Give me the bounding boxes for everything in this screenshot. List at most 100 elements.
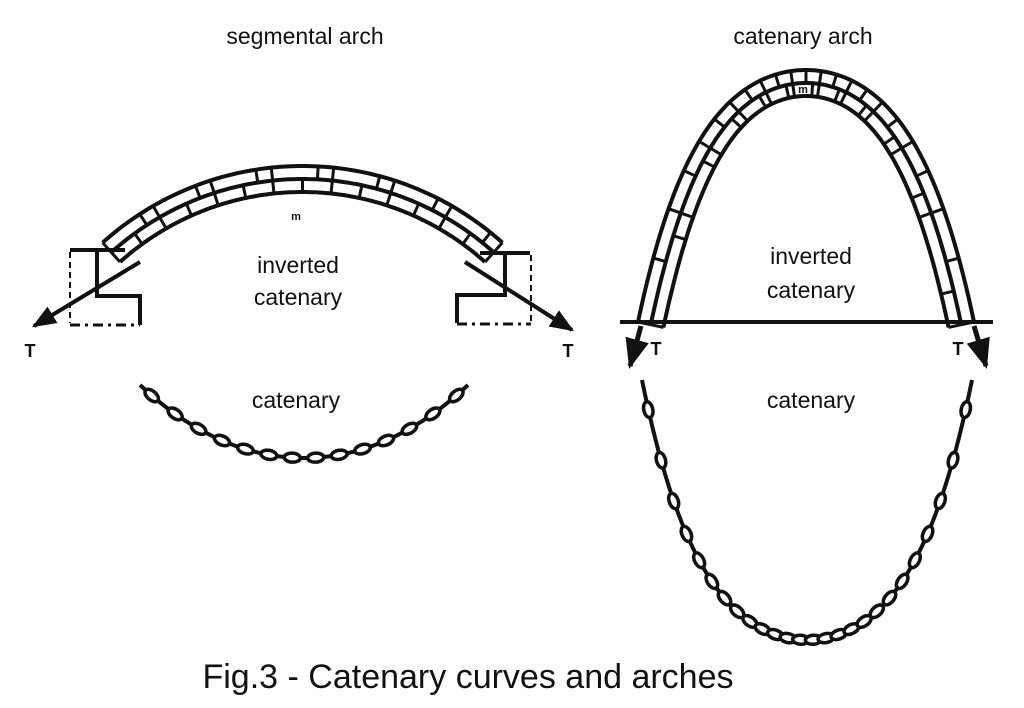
segmental-arch-title: segmental arch <box>226 23 383 49</box>
catenary-chain-link <box>868 603 886 620</box>
segmental-arch-voussoir-joint <box>389 180 397 194</box>
segmental-arch-voussoir-joint <box>194 185 202 199</box>
segmental-arch-voussoir-joint <box>329 180 334 194</box>
catenary-arch-voussoir-joint <box>886 117 899 129</box>
catenary-arch-voussoir-joint <box>683 169 697 178</box>
catenary-arch-voussoir-joint <box>758 79 768 93</box>
catenary-chain-link <box>666 491 681 511</box>
catenary-arch-voussoir-joint <box>810 83 815 97</box>
segmental-chain-link <box>282 451 303 464</box>
catenary-chain-link <box>704 572 720 591</box>
catenary-arch <box>636 68 976 329</box>
catenary-chain-link <box>933 491 948 511</box>
segmental-chain-link <box>305 451 326 464</box>
figure-caption: Fig.3 - Catenary curves and arches <box>202 658 733 696</box>
catenary-arch-voussoir-joint <box>857 104 868 117</box>
catenary-arch-voussoir-joint <box>863 110 875 123</box>
segmental-arch-voussoir-joint <box>241 184 248 199</box>
catenary-arch-voussoir-joint <box>900 140 914 150</box>
segmental-chain-link <box>447 387 465 404</box>
catenary-arch-voussoir-joint <box>728 101 740 113</box>
catenary-arch-voussoir-joint <box>789 70 795 85</box>
catenary-arch-voussoir-joint <box>948 323 962 329</box>
catenary-arch-voussoir-joint <box>764 91 773 105</box>
catenary-arch-voussoir-joint <box>702 159 716 169</box>
catenary-arch-voussoir-joint <box>713 117 726 129</box>
catenary-arch-voussoir-joint <box>815 83 821 98</box>
catenary-arch-voussoir-joint <box>650 323 664 329</box>
right-abutment <box>455 251 532 326</box>
catenary-arch-voussoir-joint <box>930 207 944 215</box>
segmental-arch-voussoir-joint <box>151 205 161 218</box>
left-thrust-symbol: T <box>25 341 36 361</box>
catenary-arch-voussoir-joint <box>737 110 749 123</box>
catenary-catenary-label: catenary <box>767 277 856 303</box>
segmental-arch-voussoir-joint <box>184 203 193 217</box>
right-thrust-symbol: T <box>563 341 574 361</box>
segmental-chain-link <box>189 421 208 437</box>
catenary-arch-voussoir-joint <box>709 146 723 157</box>
catenary-arch-voussoir-joint <box>774 74 781 88</box>
catenary-arch-voussoir-joint <box>839 91 848 105</box>
segmental-arch-voussoir-joint <box>330 167 336 181</box>
segmental-chain-link <box>235 442 255 456</box>
catenary-chain-line <box>640 379 974 643</box>
catenary-arch-voussoir-joint <box>757 95 767 108</box>
segmental-chain-link <box>424 406 442 422</box>
segmental-arch-voussoir-joint <box>110 251 122 264</box>
left-thrust-arrow <box>31 260 142 328</box>
catenary-arch-voussoir-joint <box>858 88 869 102</box>
segmental-chain-link <box>329 448 349 462</box>
catenary-arch-title: catenary arch <box>733 23 872 49</box>
catenary-keystone-mark: m <box>798 84 808 96</box>
segmental-arch-voussoir-joint <box>158 216 168 230</box>
segmental-catenary-chain <box>138 383 470 464</box>
catenary-arch-voussoir-joint <box>652 256 667 263</box>
catenary-chain-link <box>691 551 707 570</box>
segmental-arch-voussoir-joint <box>357 184 364 199</box>
segmental-chain-link <box>376 433 396 448</box>
catenary-right-thrust-symbol: T <box>953 339 964 359</box>
segmental-arch-voussoir-joint <box>492 241 504 254</box>
catenary-chain-link <box>959 400 973 420</box>
catenary-chain-label: catenary <box>767 387 856 413</box>
segmental-arch-voussoir-joint <box>481 231 492 244</box>
catenary-arch-voussoir-joint <box>945 256 960 263</box>
segmental-arch-voussoir-joint <box>269 167 275 181</box>
catenary-chain-link <box>654 450 668 470</box>
segmental-arch-panel: segmental arch T T m inverted catenary c… <box>25 23 575 464</box>
catenary-arch-voussoir-joint <box>882 135 896 146</box>
catenary-chain-link <box>907 551 923 570</box>
segmental-arch-voussoir-joint <box>374 175 382 190</box>
segmental-chain-link <box>353 442 373 456</box>
segmental-arch-voussoir-joint <box>437 216 447 230</box>
segmental-arch-voussoir-joint <box>138 213 149 226</box>
segmental-arch-voussoir-joint <box>444 205 454 218</box>
catenary-chain-link <box>641 400 655 420</box>
catenary-arch-voussoir-joint <box>844 79 854 93</box>
catenary-arch-voussoir-joint <box>817 70 823 85</box>
segmental-arch-voussoir-joint <box>461 232 472 245</box>
segmental-arch-voussoir-joint <box>385 192 393 206</box>
catenary-arch-band-line <box>661 94 951 328</box>
catenary-chain-link <box>881 589 898 607</box>
segmental-arch-voussoir-joint <box>254 169 260 183</box>
catenary-left-thrust-symbol: T <box>651 339 662 359</box>
catenary-arch-voussoir-joint <box>743 88 754 102</box>
segmental-keystone-mark: m <box>291 211 301 223</box>
catenary-arch-voussoir-joint <box>940 289 955 296</box>
catenary-chain-link <box>716 589 733 607</box>
catenary-right-thrust-arrow <box>966 325 990 369</box>
segmental-arch-voussoir-joint <box>315 166 320 180</box>
segmental-arch-band-line <box>101 164 504 245</box>
segmental-chain-link <box>212 433 232 448</box>
catenary-chain-link <box>920 524 935 544</box>
catenary-hanging-chain <box>640 379 974 647</box>
segmental-catenary-label: catenary <box>254 284 343 310</box>
catenary-arch-voussoir-joint <box>672 234 687 241</box>
segmental-chain-link <box>166 406 184 422</box>
segmental-arch-voussoir-joint <box>412 203 421 217</box>
catenary-arch-voussoir-joint <box>784 84 791 99</box>
segmental-chain-label: catenary <box>252 387 341 413</box>
